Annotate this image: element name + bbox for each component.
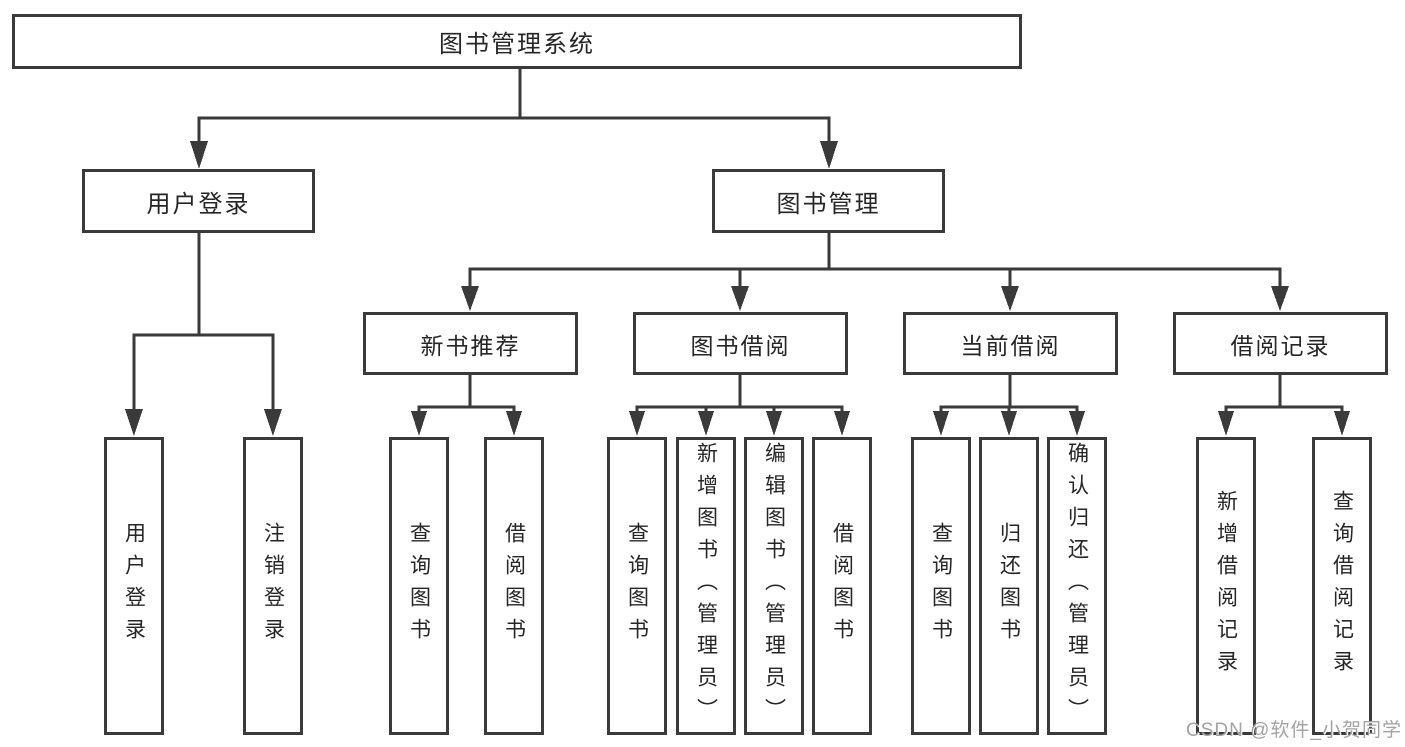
- node-current-borrow: 当前借阅: [903, 312, 1118, 375]
- arrowhead-down: [698, 411, 714, 436]
- arrowhead-down: [125, 409, 143, 436]
- node-new-book-recommend-label: 新书推荐: [420, 332, 521, 359]
- leaf-br-add-record-label: 新增借阅记录: [1214, 490, 1238, 682]
- arrowhead-down: [1218, 411, 1234, 436]
- arrowhead-down: [190, 141, 208, 169]
- node-user-login-label: 用户登录: [146, 190, 251, 218]
- arrowhead-down: [264, 409, 282, 436]
- leaf-user-login-label: 用户登录: [122, 522, 146, 650]
- leaf-nbr-borrow-books-label: 借阅图书: [502, 522, 526, 650]
- leaf-cb-confirm-return: 确认归还（管理员）: [1047, 437, 1107, 735]
- leaf-cb-return-books: 归还图书: [979, 437, 1039, 735]
- leaf-bb-edit-books-label: 编辑图书（管理员）: [762, 442, 786, 730]
- leaf-br-query-record: 查询借阅记录: [1312, 437, 1372, 735]
- leaf-bb-query-books: 查询图书: [607, 437, 667, 735]
- node-book-borrow-label: 图书借阅: [690, 332, 791, 359]
- arrowhead-down: [411, 411, 427, 436]
- connector-book-borrow-children: [629, 375, 850, 436]
- leaf-br-add-record: 新增借阅记录: [1196, 437, 1256, 735]
- arrowhead-down: [731, 286, 749, 311]
- arrowhead-down: [834, 411, 850, 436]
- leaf-nbr-borrow-books: 借阅图书: [484, 437, 544, 735]
- node-borrow-records: 借阅记录: [1173, 312, 1388, 375]
- arrowhead-down: [506, 411, 522, 436]
- leaf-cb-query-books-label: 查询图书: [929, 522, 953, 650]
- leaf-cb-query-books: 查询图书: [911, 437, 971, 735]
- watermark: CSDN @软件_小贺同学: [1186, 720, 1402, 741]
- arrowhead-down: [766, 411, 782, 436]
- leaf-br-query-record-label: 查询借阅记录: [1330, 490, 1354, 682]
- connector-current-borrow-children: [933, 375, 1085, 436]
- leaf-bb-edit-books: 编辑图书（管理员）: [744, 437, 804, 735]
- node-root: 图书管理系统: [12, 14, 1022, 69]
- node-book-borrow: 图书借阅: [633, 312, 848, 375]
- connector-user-login-children: [125, 233, 282, 436]
- connector-borrow-records-children: [1218, 375, 1350, 436]
- arrowhead-down: [820, 141, 838, 169]
- leaf-nbr-query-books: 查询图书: [389, 437, 449, 735]
- leaf-bb-borrow-books-label: 借阅图书: [830, 522, 854, 650]
- leaf-bb-add-books-label: 新增图书（管理员）: [694, 442, 718, 730]
- leaf-bb-query-books-label: 查询图书: [625, 522, 649, 650]
- arrowhead-down: [629, 411, 645, 436]
- arrowhead-down: [933, 411, 949, 436]
- connector-new-book-recommend-children: [411, 375, 522, 436]
- leaf-bb-borrow-books: 借阅图书: [812, 437, 872, 735]
- node-book-management-label: 图书管理: [776, 190, 881, 218]
- arrowhead-down: [1001, 286, 1019, 311]
- connector-book-management-children: [461, 233, 1289, 311]
- node-borrow-records-label: 借阅记录: [1230, 332, 1331, 359]
- node-book-management: 图书管理: [712, 169, 945, 233]
- leaf-logout: 注销登录: [243, 437, 303, 735]
- arrowhead-down: [1069, 411, 1085, 436]
- node-new-book-recommend: 新书推荐: [363, 312, 578, 375]
- leaf-cb-confirm-return-label: 确认归还（管理员）: [1065, 442, 1089, 730]
- arrowhead-down: [461, 286, 479, 311]
- node-current-borrow-label: 当前借阅: [960, 332, 1061, 359]
- leaf-user-login: 用户登录: [104, 437, 164, 735]
- arrowhead-down: [1271, 286, 1289, 311]
- leaf-cb-return-books-label: 归还图书: [997, 522, 1021, 650]
- leaf-nbr-query-books-label: 查询图书: [407, 522, 431, 650]
- connector-root-children: [190, 69, 838, 169]
- leaf-bb-add-books: 新增图书（管理员）: [676, 437, 736, 735]
- leaf-logout-label: 注销登录: [261, 522, 285, 650]
- arrowhead-down: [1001, 411, 1017, 436]
- arrowhead-down: [1334, 411, 1350, 436]
- node-root-label: 图书管理系统: [439, 31, 595, 58]
- node-user-login: 用户登录: [82, 169, 315, 233]
